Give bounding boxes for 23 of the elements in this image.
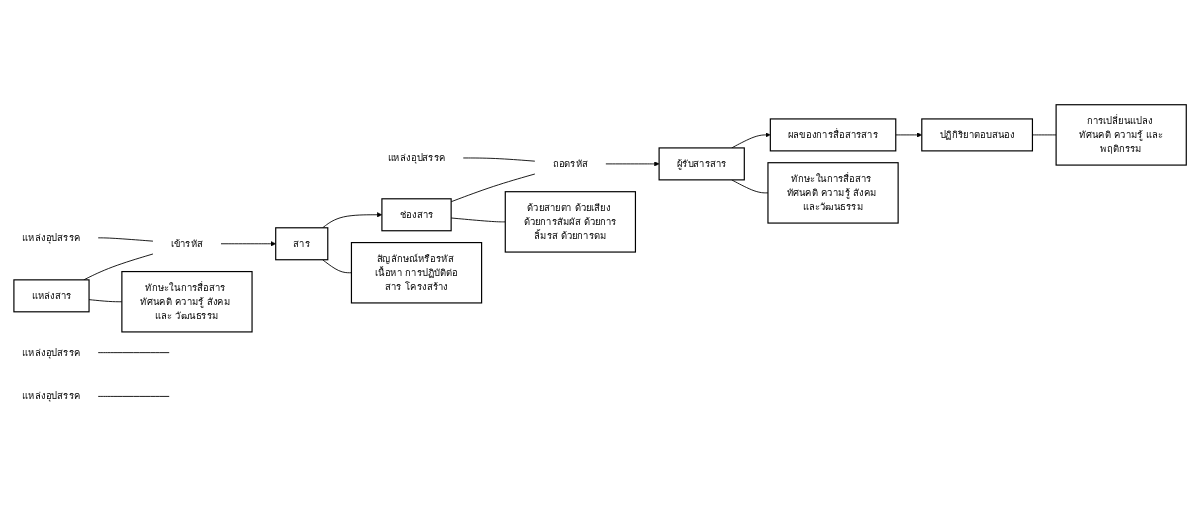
connector: [97, 352, 170, 353]
node-box: ทักษะในการสื่อสาร ทัศนคติ ความรู้ สังคม และ วัฒนธรรม: [121, 270, 253, 333]
node-box: การเปลี่ยนแปลง ทัศนคติ ความรู้ และพฤติกรรม: [1055, 104, 1187, 166]
node-box: ด้วยสายตา ด้วยเสียง ด้วยการสัมผัส ด้วยการลิ้มรส ด้วยการดม: [504, 191, 637, 253]
node-box: ผู้รับสารสาร: [658, 147, 745, 181]
node-text: เข้ารหัส: [170, 237, 204, 250]
connector: [322, 259, 352, 274]
node-text: แหล่งอุปสรรค: [387, 152, 446, 164]
node-box: แหล่งสาร: [13, 279, 90, 313]
node-text: ถอดรหัส: [552, 157, 589, 170]
node-box: สาร: [275, 227, 329, 261]
node-text: แหล่งอุปสรรค: [22, 231, 81, 244]
node-box: ผลของการสื่อสารสาร: [769, 118, 897, 152]
node-text: แหล่งอุปสรรค: [22, 390, 81, 402]
node-box: ทักษะในการสื่อสาร ทัศนคติ ความรู้ สังคม และวัฒนธรรม: [767, 162, 899, 224]
node-box: สัญลักษณ์หรือรหัส เนื้อหา การปฏิบัติต่อสาร โครงสร้าง: [350, 241, 483, 304]
node-box: ปฏิกิริยาตอบสนอง: [921, 118, 1033, 152]
node-text: แหล่งอุปสรรค: [22, 346, 81, 358]
connector: [462, 157, 536, 162]
node-box: ช่องสาร: [381, 198, 452, 232]
connector: [1032, 134, 1057, 136]
connector: [97, 395, 170, 397]
connector: [97, 237, 154, 242]
